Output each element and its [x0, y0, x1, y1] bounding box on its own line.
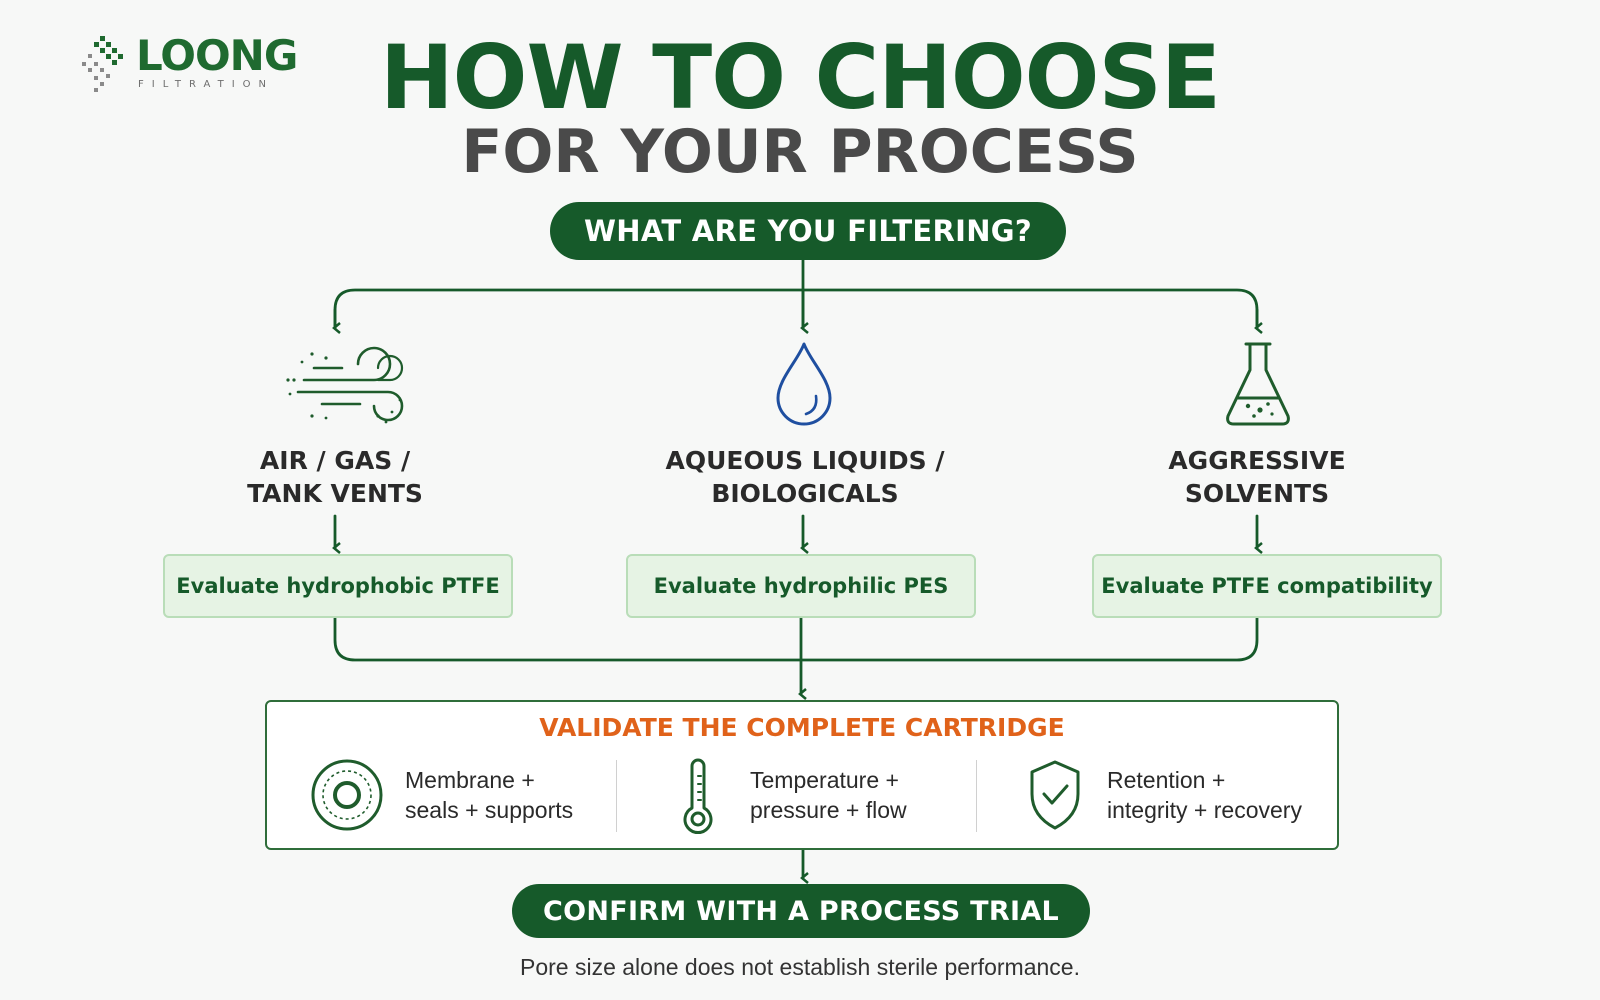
validate-divider-1	[616, 760, 617, 832]
validate-item-performance: Retention + integrity + recovery	[1107, 765, 1302, 825]
flask-icon	[1226, 342, 1290, 426]
membrane-disc-icon	[311, 759, 383, 831]
logo-tagline: FILTRATION	[138, 79, 275, 90]
branch-label-aqueous: AQUEOUS LIQUIDS / BIOLOGICALS	[630, 444, 980, 510]
validate-item-conditions-line2: pressure + flow	[750, 797, 907, 823]
shield-check-icon	[1030, 760, 1080, 830]
branch-label-solvents-line1: AGGRESSIVE	[1168, 446, 1346, 475]
branch-label-solvents: AGGRESSIVE SOLVENTS	[1107, 444, 1407, 510]
question-pill: WHAT ARE YOU FILTERING?	[550, 202, 1066, 260]
branch-label-air: AIR / GAS / TANK VENTS	[185, 444, 485, 510]
eval-box-air: Evaluate hydrophobic PTFE	[163, 554, 513, 618]
validate-item-membrane-line1: Membrane +	[405, 767, 535, 793]
branch-label-air-line2: TANK VENTS	[247, 479, 423, 508]
branch-label-aqueous-line1: AQUEOUS LIQUIDS /	[665, 446, 945, 475]
validate-divider-2	[976, 760, 977, 832]
validate-title: VALIDATE THE COMPLETE CARTRIDGE	[539, 713, 1065, 742]
thermometer-icon	[683, 758, 713, 835]
validate-item-performance-line2: integrity + recovery	[1107, 797, 1302, 823]
page-subtitle: FOR YOUR PROCESS	[461, 117, 1139, 187]
validate-item-conditions-line1: Temperature +	[750, 767, 899, 793]
water-drop-icon	[776, 342, 832, 426]
logo-mark-icon	[82, 36, 123, 92]
branch-label-solvents-line2: SOLVENTS	[1184, 479, 1330, 508]
validate-item-membrane: Membrane + seals + supports	[405, 765, 573, 825]
validate-item-performance-line1: Retention +	[1107, 767, 1226, 793]
eval-box-aqueous: Evaluate hydrophilic PES	[626, 554, 976, 618]
eval-box-solvents: Evaluate PTFE compatibility	[1092, 554, 1442, 618]
branch-label-aqueous-line2: BIOLOGICALS	[711, 479, 899, 508]
validate-panel	[265, 700, 1339, 850]
branch-label-air-line1: AIR / GAS /	[259, 446, 411, 475]
validate-item-membrane-line2: seals + supports	[405, 797, 574, 823]
page-title: HOW TO CHOOSE	[380, 26, 1221, 129]
logo-wordmark: LOONG	[136, 31, 298, 80]
connector-top-bar	[333, 288, 1259, 328]
wind-icon	[286, 346, 404, 424]
validate-item-conditions: Temperature + pressure + flow	[750, 765, 907, 825]
confirm-pill: CONFIRM WITH A PROCESS TRIAL	[512, 884, 1090, 938]
connector-bottom-bar	[333, 614, 1259, 662]
footer-note: Pore size alone does not establish steri…	[520, 954, 1080, 980]
